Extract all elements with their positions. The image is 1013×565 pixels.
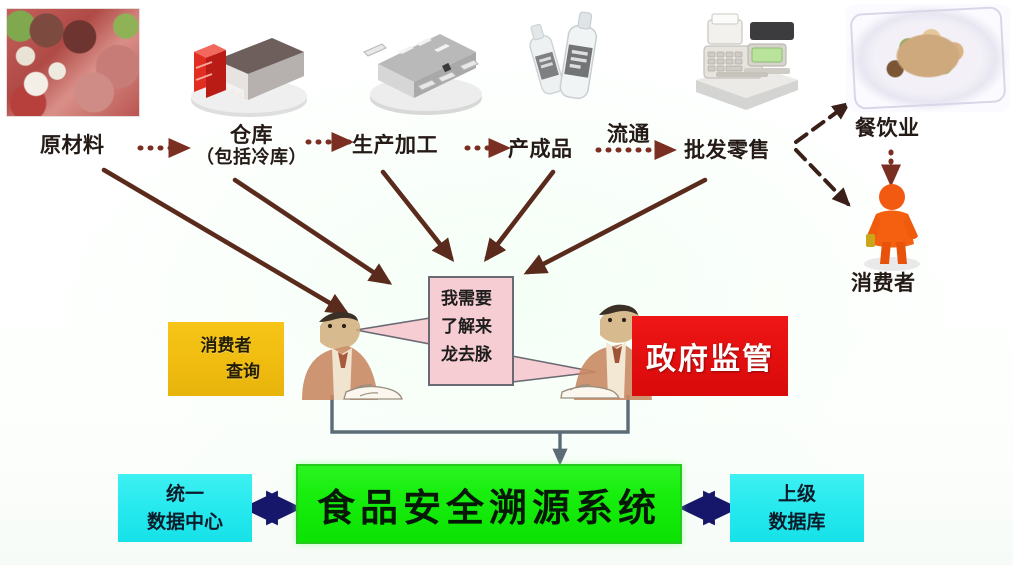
factory-icon (363, 34, 482, 115)
stage-label-warehouse-main: 仓库 (230, 123, 273, 147)
upper-database-box[interactable]: 上级 数据库 (730, 474, 864, 542)
raw-food-photo (6, 8, 140, 117)
traceability-system-box[interactable]: 食品安全溯源系统 (296, 464, 682, 544)
flow-label: 流通 (607, 122, 650, 146)
dish-photo (846, 4, 1010, 112)
businessman-left-icon (302, 312, 403, 400)
government-supervision-label: 政府监管 (646, 342, 774, 377)
speech-bubble: 我需要 了解来 龙去脉 (428, 276, 514, 386)
speech-bubble-line1: 我需要 (441, 289, 492, 309)
traceability-system-label: 食品安全溯源系统 (316, 485, 661, 530)
red-crates (194, 44, 226, 98)
stage-label-finished-goods: 产成品 (508, 137, 573, 161)
outlet-label-catering: 餐饮业 (855, 116, 920, 140)
consumer-figure-icon (864, 184, 920, 271)
bottles-icon (529, 11, 598, 100)
unified-data-center-line2: 数据中心 (146, 511, 223, 533)
stage-label-raw-material: 原材料 (40, 133, 105, 157)
speech-bubble-line2: 了解来 (441, 317, 492, 338)
unified-data-center-box[interactable]: 统一 数据中心 (118, 474, 252, 542)
government-supervision-box[interactable]: 政府监管 (632, 316, 788, 396)
cash-register-icon (696, 13, 798, 110)
warehouse-icon (191, 38, 307, 117)
actors-to-system-connector (330, 395, 630, 466)
upper-database-line1: 上级 (777, 482, 816, 505)
upper-database-line2: 数据库 (768, 511, 826, 533)
stage-label-warehouse-sub: （包括冷库） (196, 146, 307, 168)
stage-label-production: 生产加工 (352, 133, 438, 157)
consumer-query-box[interactable]: 消费者 查询 (168, 322, 284, 396)
plate-rim (849, 6, 1007, 110)
consumer-query-line1: 消费者 (200, 335, 252, 356)
chain-dotted-arrows (137, 132, 677, 160)
outlet-label-consumer: 消费者 (851, 271, 916, 295)
stage-label-wholesale-retail: 批发零售 (684, 138, 770, 162)
retail-branch-arrows (794, 101, 852, 207)
speech-bubble-line3: 龙去脉 (441, 345, 492, 366)
traceability-converging-arrows (101, 167, 708, 315)
unified-data-center-line1: 统一 (165, 482, 204, 505)
stage-label-warehouse: 仓库 （包括冷库） (196, 123, 307, 168)
consumer-query-line2: 查询 (226, 362, 260, 382)
